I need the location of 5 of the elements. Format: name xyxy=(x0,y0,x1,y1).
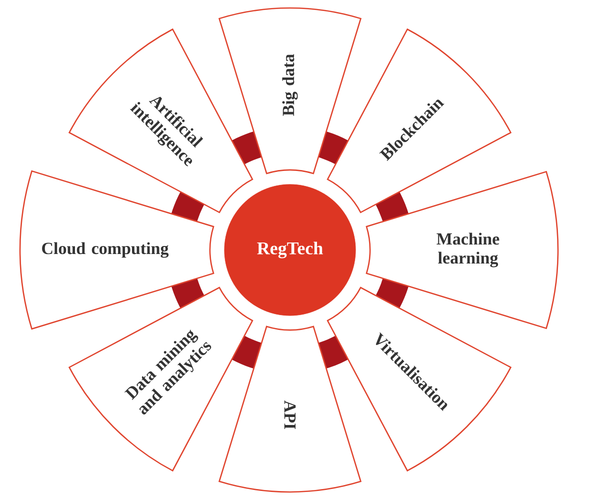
sector: Cloud computing xyxy=(19,170,214,330)
node-label: API xyxy=(284,400,296,430)
sector: Big data xyxy=(218,7,362,174)
sector: API xyxy=(218,326,362,493)
sector: Machine learning xyxy=(366,170,559,329)
